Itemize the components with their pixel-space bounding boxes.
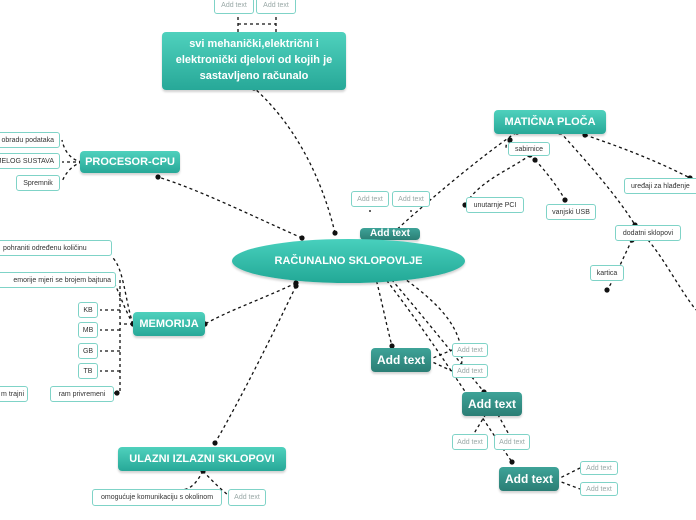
add-text-partial-node[interactable]: Add text	[360, 228, 420, 240]
link-center-memory	[204, 282, 297, 325]
motherboard-node[interactable]: MATIČNA PLOČA	[494, 110, 606, 134]
memory-leaf-temporary[interactable]: ram privremeni	[50, 386, 114, 402]
memory-leaf-permanent[interactable]: m trajni	[0, 386, 28, 402]
central-topic-node[interactable]: RAČUNALNO SKLOPOVLJE	[232, 239, 465, 283]
link-center-io	[214, 285, 297, 444]
definition-node[interactable]: svi mehanički,električni i elektronički …	[162, 32, 346, 90]
add-text-node-2[interactable]: Add text	[462, 392, 522, 416]
add-text-2-leaf-b[interactable]: Add text	[494, 434, 530, 450]
motherboard-leaf-usb[interactable]: vanjski USB	[546, 204, 596, 220]
link-center-definition	[253, 87, 336, 234]
motherboard-leaf-cooling[interactable]: uređaji za hlađenje	[624, 178, 696, 194]
motherboard-leaf-card[interactable]: kartica	[590, 265, 624, 281]
memory-leaf-mb[interactable]: MB	[78, 322, 98, 338]
top-add-leaf-a[interactable]: Add text	[351, 191, 389, 207]
top-add-leaf-b[interactable]: Add text	[392, 191, 430, 207]
memory-leaf-kb[interactable]: KB	[78, 302, 98, 318]
cpu-leaf-system[interactable]: IJELOG SUSTAVA	[0, 153, 60, 169]
add-text-3-leaf-a[interactable]: Add text	[580, 461, 618, 475]
io-leaf-communication[interactable]: omogućuje komunikaciju s okolinom	[92, 489, 222, 506]
link-center-motherboard	[392, 131, 518, 234]
motherboard-leaf-extra[interactable]: dodatni sklopovi	[615, 225, 681, 241]
memory-leaf-capacity[interactable]: pohraniti određenu količinu	[0, 240, 112, 256]
cpu-leaf-storage[interactable]: Spremnik	[16, 175, 60, 191]
add-text-1-leaf-b[interactable]: Add text	[452, 364, 488, 378]
memory-node[interactable]: MEMORIJA	[133, 312, 205, 336]
add-text-3-leaf-b[interactable]: Add text	[580, 482, 618, 496]
memory-leaf-gb[interactable]: GB	[78, 343, 98, 359]
add-text-node-1[interactable]: Add text	[371, 348, 431, 372]
add-text-2-leaf-a[interactable]: Add text	[452, 434, 488, 450]
motherboard-leaf-pci[interactable]: unutarnje PCI	[466, 197, 524, 213]
cpu-node[interactable]: PROCESOR-CPU	[80, 151, 180, 173]
cpu-leaf-processing[interactable]: obradu podataka	[0, 132, 60, 148]
motherboard-leaf-bus[interactable]: sabirnice	[508, 142, 550, 156]
definition-leaf-b[interactable]: Add text	[256, 0, 296, 14]
add-text-node-3[interactable]: Add text	[499, 467, 559, 491]
memory-leaf-tb[interactable]: TB	[78, 363, 98, 379]
definition-leaf-a[interactable]: Add text	[214, 0, 254, 14]
io-node[interactable]: ULAZNI IZLAZNI SKLOPOVI	[118, 447, 286, 471]
io-leaf-add[interactable]: Add text	[228, 489, 266, 506]
memory-leaf-bytes[interactable]: emorije mjeri se brojem bajtuna	[0, 272, 116, 288]
link-center-cpu	[157, 176, 303, 239]
add-text-1-leaf-a[interactable]: Add text	[452, 343, 488, 357]
